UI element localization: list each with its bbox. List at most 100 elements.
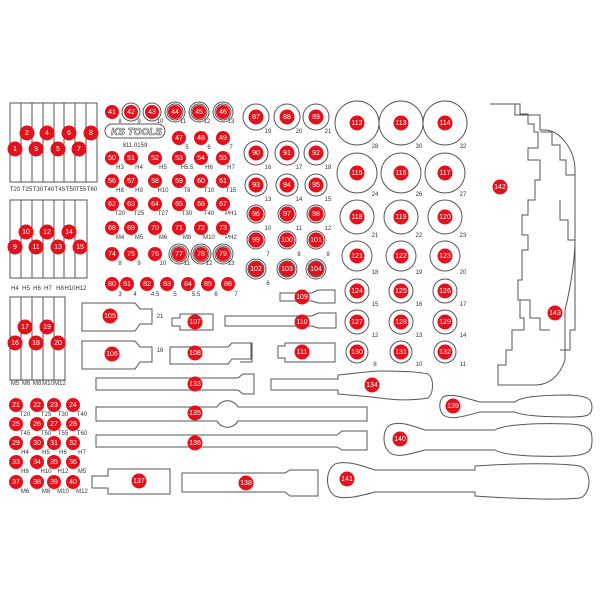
marker-dot <box>187 435 203 451</box>
size-label: PH1 <box>225 211 237 217</box>
marker-dot <box>102 308 118 324</box>
marker-dot <box>28 141 44 157</box>
marker-number: 103 <box>281 266 293 273</box>
marker-number: 115 <box>351 170 362 177</box>
size-label: T50 <box>41 431 52 437</box>
item-marker-19: 19 <box>39 319 55 335</box>
item-marker-74: 74 <box>105 247 119 261</box>
item-marker-62: 62 <box>105 197 119 211</box>
marker-number: 49 <box>219 135 227 142</box>
marker-number: 88 <box>283 114 291 121</box>
socket-ring <box>190 243 212 265</box>
size-label: 6 <box>207 145 211 151</box>
size-label: 18 <box>325 165 332 171</box>
marker-number: 131 <box>395 349 407 356</box>
item-marker-92: 92 <box>308 145 324 161</box>
item-marker-88: 88 <box>279 109 295 125</box>
item-marker-143: 143 <box>547 305 563 321</box>
item-marker-133: 133 <box>187 376 203 392</box>
marker-dot <box>349 165 365 181</box>
marker-number: 142 <box>494 184 506 191</box>
size-label: T30 <box>33 187 44 193</box>
size-label: M5 <box>11 381 20 387</box>
marker-number: 65 <box>175 201 183 208</box>
marker-dot <box>145 105 159 119</box>
marker-dot <box>221 277 235 291</box>
size-label: 17 <box>296 165 303 171</box>
item-marker-115: 115 <box>349 165 365 181</box>
item-marker-47: 47 <box>172 131 186 145</box>
marker-number: 27 <box>50 421 58 428</box>
marker-dot <box>66 475 80 489</box>
marker-number: 94 <box>283 182 291 189</box>
marker-number: 8 <box>89 130 93 137</box>
marker-number: 67 <box>219 201 227 208</box>
size-label: H4 <box>135 165 143 171</box>
socket-ring-inner <box>166 103 184 121</box>
marker-dot <box>349 209 365 225</box>
marker-number: 124 <box>351 288 363 295</box>
item-marker-119: 119 <box>393 209 409 225</box>
item-marker-48: 48 <box>194 131 208 145</box>
marker-number: 60 <box>197 178 205 185</box>
socket-ring <box>339 199 375 235</box>
socket-ring <box>385 240 417 272</box>
item-marker-18: 18 <box>28 335 44 351</box>
marker-number: 101 <box>310 237 322 244</box>
socket-ring-inner <box>170 245 188 263</box>
size-label: H12 <box>57 469 69 475</box>
marker-dot <box>172 247 186 261</box>
size-label: H5 <box>22 286 30 292</box>
size-label: T60 <box>77 431 88 437</box>
marker-number: 96 <box>252 211 260 218</box>
item-marker-36: 36 <box>66 455 80 469</box>
item-marker-140: 140 <box>392 431 408 447</box>
socket-ring <box>303 140 329 166</box>
socket-ring <box>277 204 297 224</box>
item-marker-104: 104 <box>308 261 324 277</box>
outline-136 <box>95 430 368 451</box>
socket-ring-inner <box>307 260 325 278</box>
item-marker-59: 59 <box>172 174 186 188</box>
size-label: M10 <box>42 381 54 387</box>
item-marker-67: 67 <box>216 197 230 211</box>
marker-dot <box>131 473 147 489</box>
marker-number: 64 <box>151 201 159 208</box>
size-label: T25 <box>134 211 145 217</box>
size-label: T8 <box>183 188 191 194</box>
item-marker-102: 102 <box>248 261 264 277</box>
marker-number: 3 <box>34 146 38 153</box>
outline-135 <box>95 400 368 428</box>
socket-ring <box>380 152 422 194</box>
size-label: T25 <box>41 412 52 418</box>
marker-dot <box>187 376 203 392</box>
marker-dot <box>30 475 44 489</box>
marker-dot <box>61 125 77 141</box>
marker-number: 113 <box>395 120 406 127</box>
marker-dot <box>9 436 23 450</box>
size-label: 12 <box>206 261 213 267</box>
marker-dot <box>148 151 162 165</box>
socket-ring <box>244 173 268 197</box>
item-marker-77: 77 <box>172 247 186 261</box>
marker-number: 136 <box>189 440 201 447</box>
marker-dot <box>445 398 461 414</box>
size-label: H5 <box>159 165 167 171</box>
outline-143 <box>518 131 576 351</box>
item-marker-68: 68 <box>105 221 119 235</box>
socket-ring <box>302 103 330 131</box>
size-label: 4 <box>133 292 137 298</box>
size-label: T40 <box>44 187 55 193</box>
marker-dot <box>148 197 162 211</box>
item-marker-113: 113 <box>393 115 409 131</box>
socket-ring <box>422 100 468 146</box>
item-marker-51: 51 <box>124 151 138 165</box>
item-marker-73: 73 <box>216 221 230 235</box>
item-marker-116: 116 <box>393 165 409 181</box>
marker-number: 72 <box>197 225 205 232</box>
socket-ring <box>432 309 458 335</box>
item-marker-90: 90 <box>248 145 264 161</box>
marker-number: 86 <box>224 281 232 288</box>
size-label: 23 <box>460 233 467 239</box>
item-marker-54: 54 <box>194 151 208 165</box>
